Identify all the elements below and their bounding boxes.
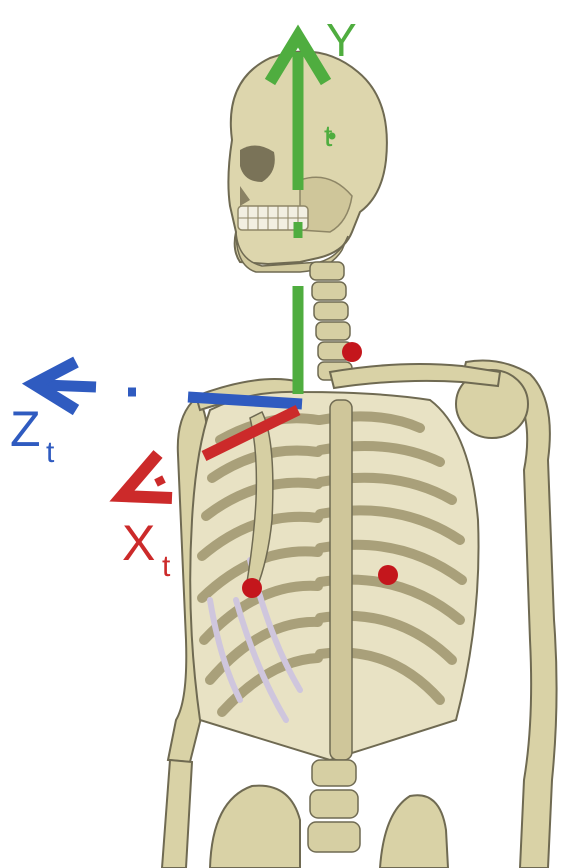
- skull: [228, 52, 387, 272]
- marker-left-rib: [242, 578, 262, 598]
- z-axis-subscript: t: [46, 436, 55, 469]
- x-axis-label: X: [122, 515, 155, 571]
- z-axis-label: Z: [10, 401, 41, 457]
- marker-right-rib: [378, 565, 398, 585]
- x-axis-subscript: t: [162, 550, 171, 583]
- marker-neck: [342, 342, 362, 362]
- y-axis-label: Y: [326, 14, 357, 66]
- y-axis-subscript: t: [324, 120, 333, 153]
- cervical-spine: [310, 262, 352, 380]
- rib-cage: [190, 392, 478, 852]
- skeleton: [162, 52, 557, 868]
